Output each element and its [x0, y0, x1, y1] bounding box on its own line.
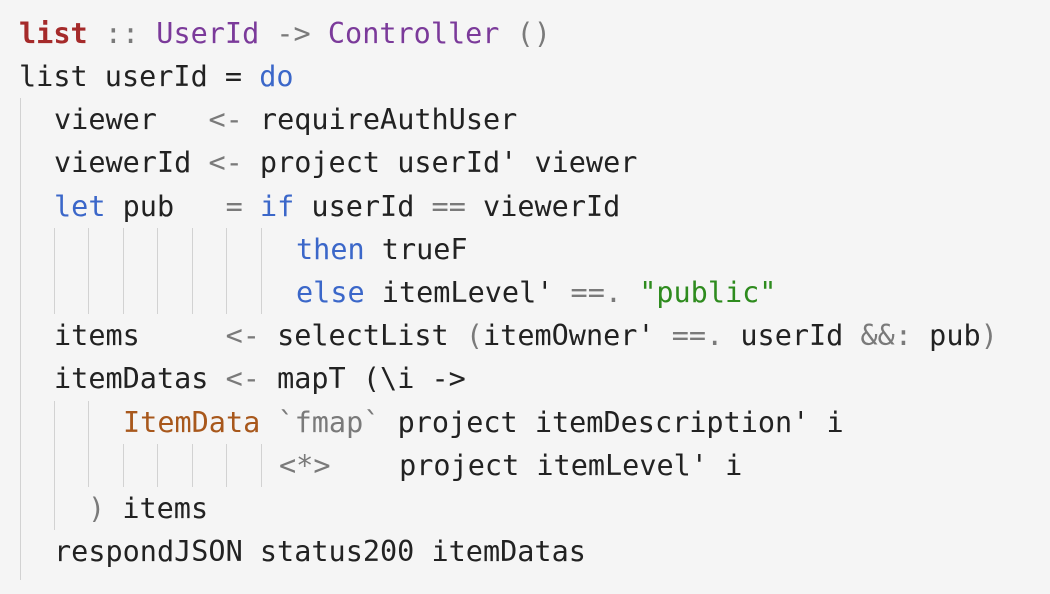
bind-operator: <-: [208, 103, 243, 136]
code-text: respondJSON status200 itemDatas: [54, 535, 586, 568]
constructor-name: ItemData: [123, 406, 261, 439]
code-text: items: [54, 319, 226, 352]
code-text: pub: [105, 190, 226, 223]
indent-guide: [54, 228, 55, 314]
code-text: project itemDescription' i: [380, 406, 844, 439]
keyword-do: do: [259, 60, 294, 93]
indent-guide: [123, 228, 124, 314]
equality-operator: ==.: [671, 319, 724, 352]
equality-operator: ==.: [570, 276, 623, 309]
code-line-2: list userId = do: [19, 55, 294, 98]
code-text: userId: [723, 319, 861, 352]
arrow-operator: ->: [259, 17, 328, 50]
unit-type: (): [499, 17, 551, 50]
code-line-6: then trueF: [296, 228, 468, 271]
close-paren: ): [88, 492, 106, 525]
type-name: Controller: [327, 17, 500, 50]
close-paren: ): [980, 319, 998, 352]
indent-guide: [20, 98, 21, 580]
indent-guide: [157, 228, 158, 314]
code-line-7: else itemLevel' ==. "public": [296, 271, 776, 314]
code-line-12: ) items: [88, 487, 208, 530]
code-text: itemLevel': [364, 276, 571, 309]
code-line-13: respondJSON status200 itemDatas: [54, 530, 586, 573]
code-text: viewerId: [465, 190, 621, 223]
indent-guide: [88, 401, 89, 487]
code-line-3: viewer <- requireAuthUser: [54, 98, 517, 141]
indent-guide: [54, 401, 55, 530]
code-line-10: ItemData `fmap` project itemDescription'…: [123, 401, 844, 444]
code-line-4: viewerId <- project userId' viewer: [54, 141, 637, 184]
equality-operator: ==: [431, 190, 466, 223]
and-operator: &&:: [860, 319, 912, 352]
code-text: project userId' viewer: [242, 146, 638, 179]
keyword-then: then: [296, 233, 365, 266]
code-text: selectList: [259, 319, 466, 352]
equals-operator: =: [225, 190, 243, 223]
keyword-else: else: [296, 276, 365, 309]
code-text: list userId: [19, 60, 225, 93]
indent-guide: [226, 444, 227, 487]
type-name: UserId: [156, 17, 260, 50]
code-text: viewer: [54, 103, 209, 136]
code-line-11: <*> project itemLevel' i: [279, 444, 742, 487]
infix-function: `fmap`: [277, 406, 381, 439]
code-line-1: list :: UserId -> Controller (): [19, 12, 551, 55]
indent-guide: [192, 228, 193, 314]
indent-guide: [88, 228, 89, 314]
code-text: mapT: [259, 362, 363, 395]
indent-guide: [192, 444, 193, 487]
code-text: itemDatas: [54, 362, 226, 395]
apply-operator: <*>: [279, 449, 331, 482]
code-text: requireAuthUser: [242, 103, 518, 136]
code-text: viewerId: [54, 146, 209, 179]
keyword-let: let: [54, 190, 106, 223]
string-literal: "public": [639, 276, 777, 309]
code-text: trueF: [364, 233, 468, 266]
code-text: itemOwner': [483, 319, 672, 352]
code-text: items: [105, 492, 209, 525]
code-line-5: let pub = if userId == viewerId: [54, 185, 620, 228]
indent-guide: [261, 228, 262, 314]
code-text: pub: [912, 319, 981, 352]
code-text: project itemLevel' i: [330, 449, 743, 482]
keyword-if: if: [259, 190, 295, 223]
indent-guide: [123, 444, 124, 487]
indent-guide: [157, 444, 158, 487]
code-text: userId: [294, 190, 432, 223]
bind-operator: <-: [225, 362, 260, 395]
lambda-text: (\i ->: [362, 362, 466, 395]
type-sig-operator: ::: [87, 17, 157, 50]
bind-operator: <-: [208, 146, 243, 179]
function-name: list: [19, 17, 88, 50]
indent-guide: [226, 228, 227, 314]
bind-operator: <-: [225, 319, 260, 352]
open-paren: (: [465, 319, 483, 352]
equals-operator: =: [224, 60, 243, 93]
code-line-9: itemDatas <- mapT (\i ->: [54, 357, 466, 400]
code-line-8: items <- selectList (itemOwner' ==. user…: [54, 314, 998, 357]
indent-guide: [261, 444, 262, 487]
